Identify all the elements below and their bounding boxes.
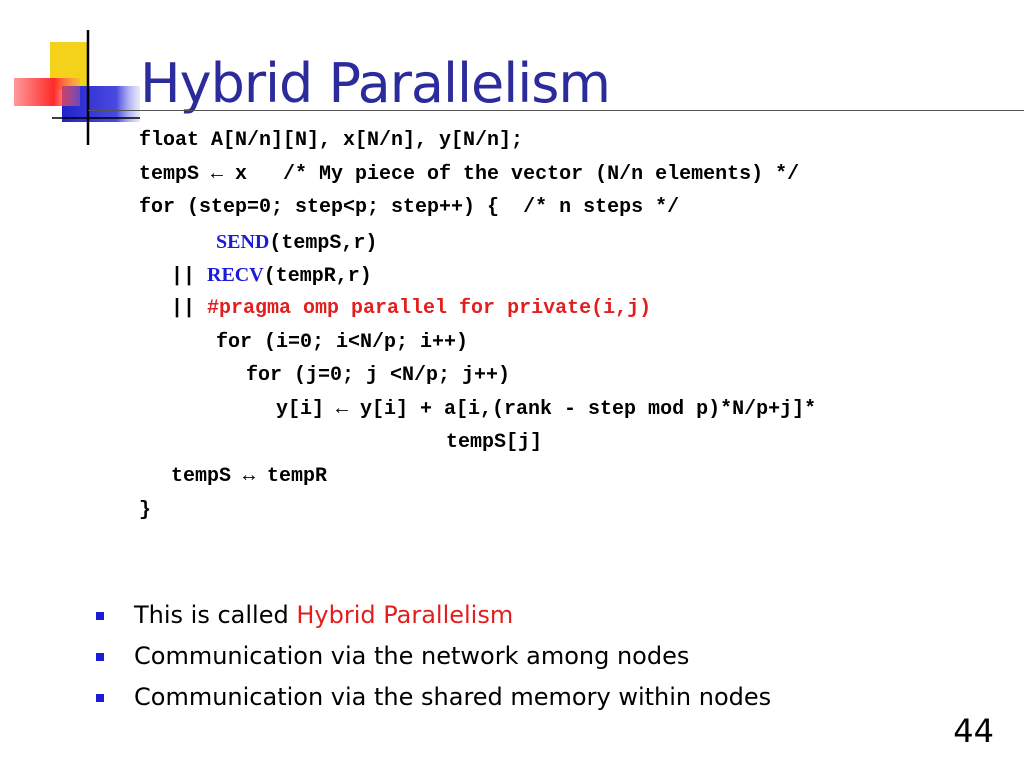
send-keyword: SEND (216, 231, 270, 253)
code-line-3: for (step=0; step<p; step++) { /* n step… (139, 196, 680, 219)
bullet-text: Communication via the network among node… (134, 642, 690, 670)
send-args: (tempS,r) (269, 232, 378, 255)
code-line-6: || #pragma omp parallel for private(i,j) (171, 292, 651, 326)
code-line-11: tempS ↔ tempR (171, 465, 328, 488)
slide-logo-decoration (14, 30, 140, 145)
code-line-8: for (j=0; j <N/p; j++) (246, 364, 511, 387)
bullet-highlight: Hybrid Parallelism (296, 601, 514, 629)
code-line-2: tempS ← x /* My piece of the vector (N/n… (139, 163, 800, 186)
code-line-9: y[i] ← y[i] + a[i,(rank - step mod p)*N/… (276, 398, 817, 421)
code-line-7: for (i=0; i<N/p; i++) (216, 331, 469, 354)
code-line-1: float A[N/n][N], x[N/n], y[N/n]; (139, 129, 524, 152)
bullet-marker-icon (96, 653, 104, 661)
slide-title: Hybrid Parallelism (140, 52, 611, 115)
bullet-text-prefix: This is called (134, 601, 297, 629)
parallel-operator: || (171, 265, 208, 288)
code-line-5: || RECV(tempR,r) (171, 258, 372, 292)
bullet-marker-icon (96, 612, 104, 620)
omp-pragma: #pragma omp parallel for private(i,j) (207, 297, 652, 320)
code-line-12: } (139, 499, 152, 522)
recv-args: (tempR,r) (263, 265, 372, 288)
bullet-marker-icon (96, 694, 104, 702)
bullet-text: Communication via the shared memory with… (134, 683, 772, 711)
parallel-operator: || (171, 297, 208, 320)
code-line-4: SEND(tempS,r) (216, 225, 377, 259)
recv-keyword: RECV (207, 264, 264, 286)
page-number: 44 (953, 712, 994, 750)
bullet-text: This is called Hybrid Parallelism (134, 595, 513, 636)
title-divider (88, 110, 1024, 111)
code-line-10: tempS[j] (446, 431, 543, 454)
